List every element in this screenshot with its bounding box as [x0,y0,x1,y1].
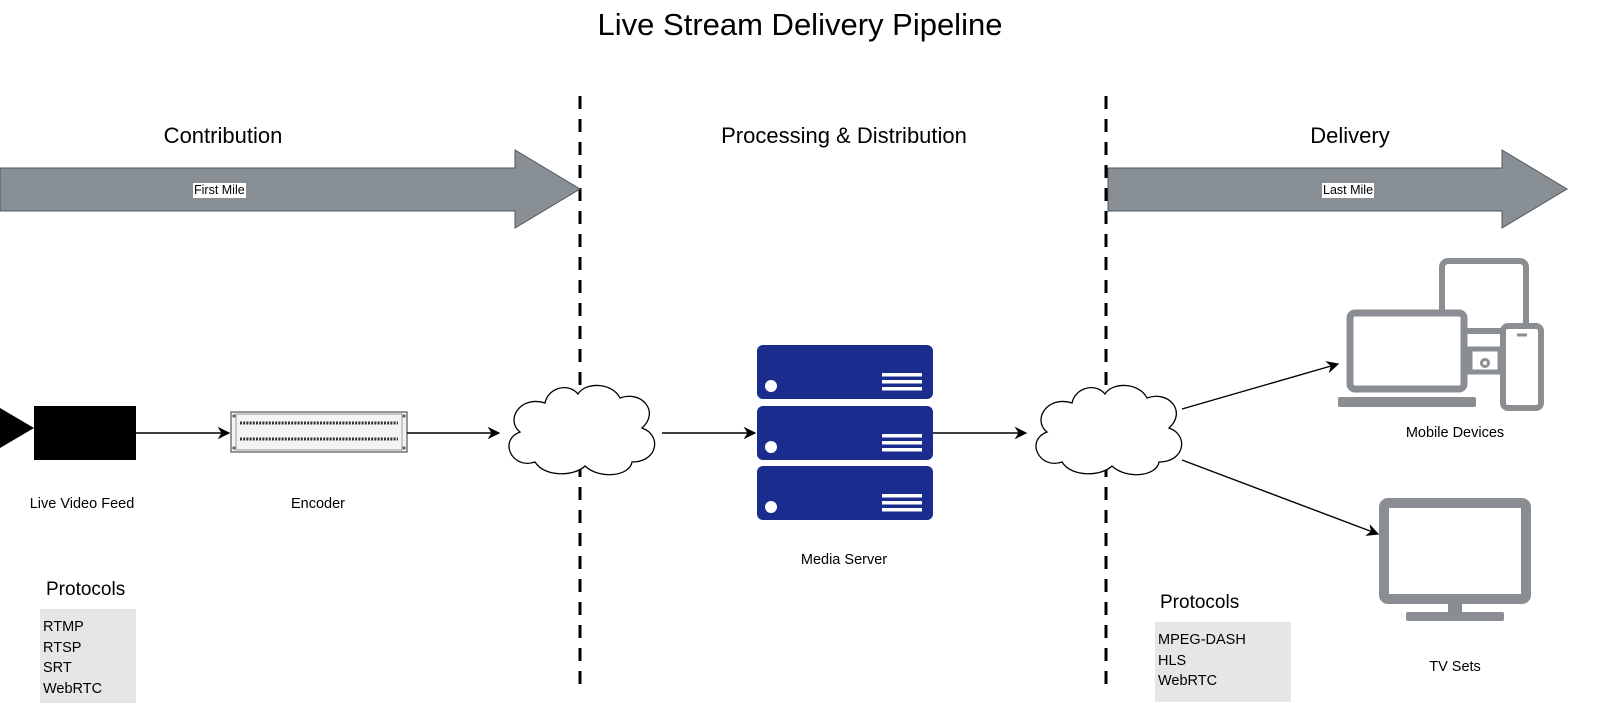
protocols-right-heading: Protocols [1160,592,1240,613]
first-mile-arrow [0,149,581,229]
protocol-item: WebRTC [43,680,103,697]
protocol-item: SRT [43,660,72,676]
protocol-item: MPEG-DASH [1158,632,1246,648]
protocol-item: HLS [1158,652,1187,669]
protocols-right-list: MPEG-DASH HLS WebRTC [1155,622,1291,702]
media-server-label: Media Server [800,552,888,568]
protocols-left-heading: Protocols [46,579,126,600]
connector-cloud-tv [1181,459,1380,536]
protocol-item: RTSP [43,639,82,656]
mobile-devices-label: Mobile Devices [1405,425,1505,441]
phase-processing-label: Processing & Distribution [721,123,967,148]
tv-sets-label: TV Sets [1429,659,1481,675]
protocols-left-list: RTMP RTSP SRT WebRTC [40,609,136,703]
mobile-devices-icon [1338,258,1544,411]
tv-icon [1379,498,1531,621]
last-mile-label: Last Mile [1322,183,1375,198]
cloud-icon-left [508,384,656,476]
phase-contribution-label: Contribution [163,123,283,148]
phase-delivery-label: Delivery [1310,123,1390,148]
encoder-icon [230,411,408,453]
live-video-feed-label: Live Video Feed [29,496,135,512]
diagram-title: Live Stream Delivery Pipeline [597,7,1003,42]
cloud-icon-right [1035,384,1183,476]
connector-cloud-mobile [1181,361,1340,410]
protocol-item: WebRTC [1158,673,1218,689]
media-server-icon [757,345,933,520]
encoder-label: Encoder [290,496,346,512]
first-mile-label: First Mile [193,183,246,198]
camera-icon [0,406,136,460]
protocol-item: RTMP [43,619,84,635]
